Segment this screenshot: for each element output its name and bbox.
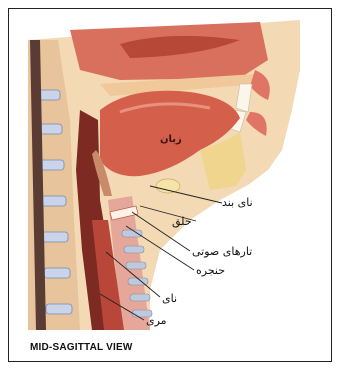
label-tongue: زبان xyxy=(160,134,182,145)
label-epiglottis: نای بند xyxy=(222,196,253,209)
label-larynx: حنجره xyxy=(196,264,225,277)
label-vocal-cords: تارهای صوتی xyxy=(192,245,252,258)
label-esophagus: مری xyxy=(146,314,167,327)
figure-caption: MID-SAGITTAL VIEW xyxy=(30,342,132,353)
label-pharynx: حلق xyxy=(172,215,192,228)
hyoid-bone xyxy=(156,179,180,193)
label-trachea: نای xyxy=(162,292,177,305)
